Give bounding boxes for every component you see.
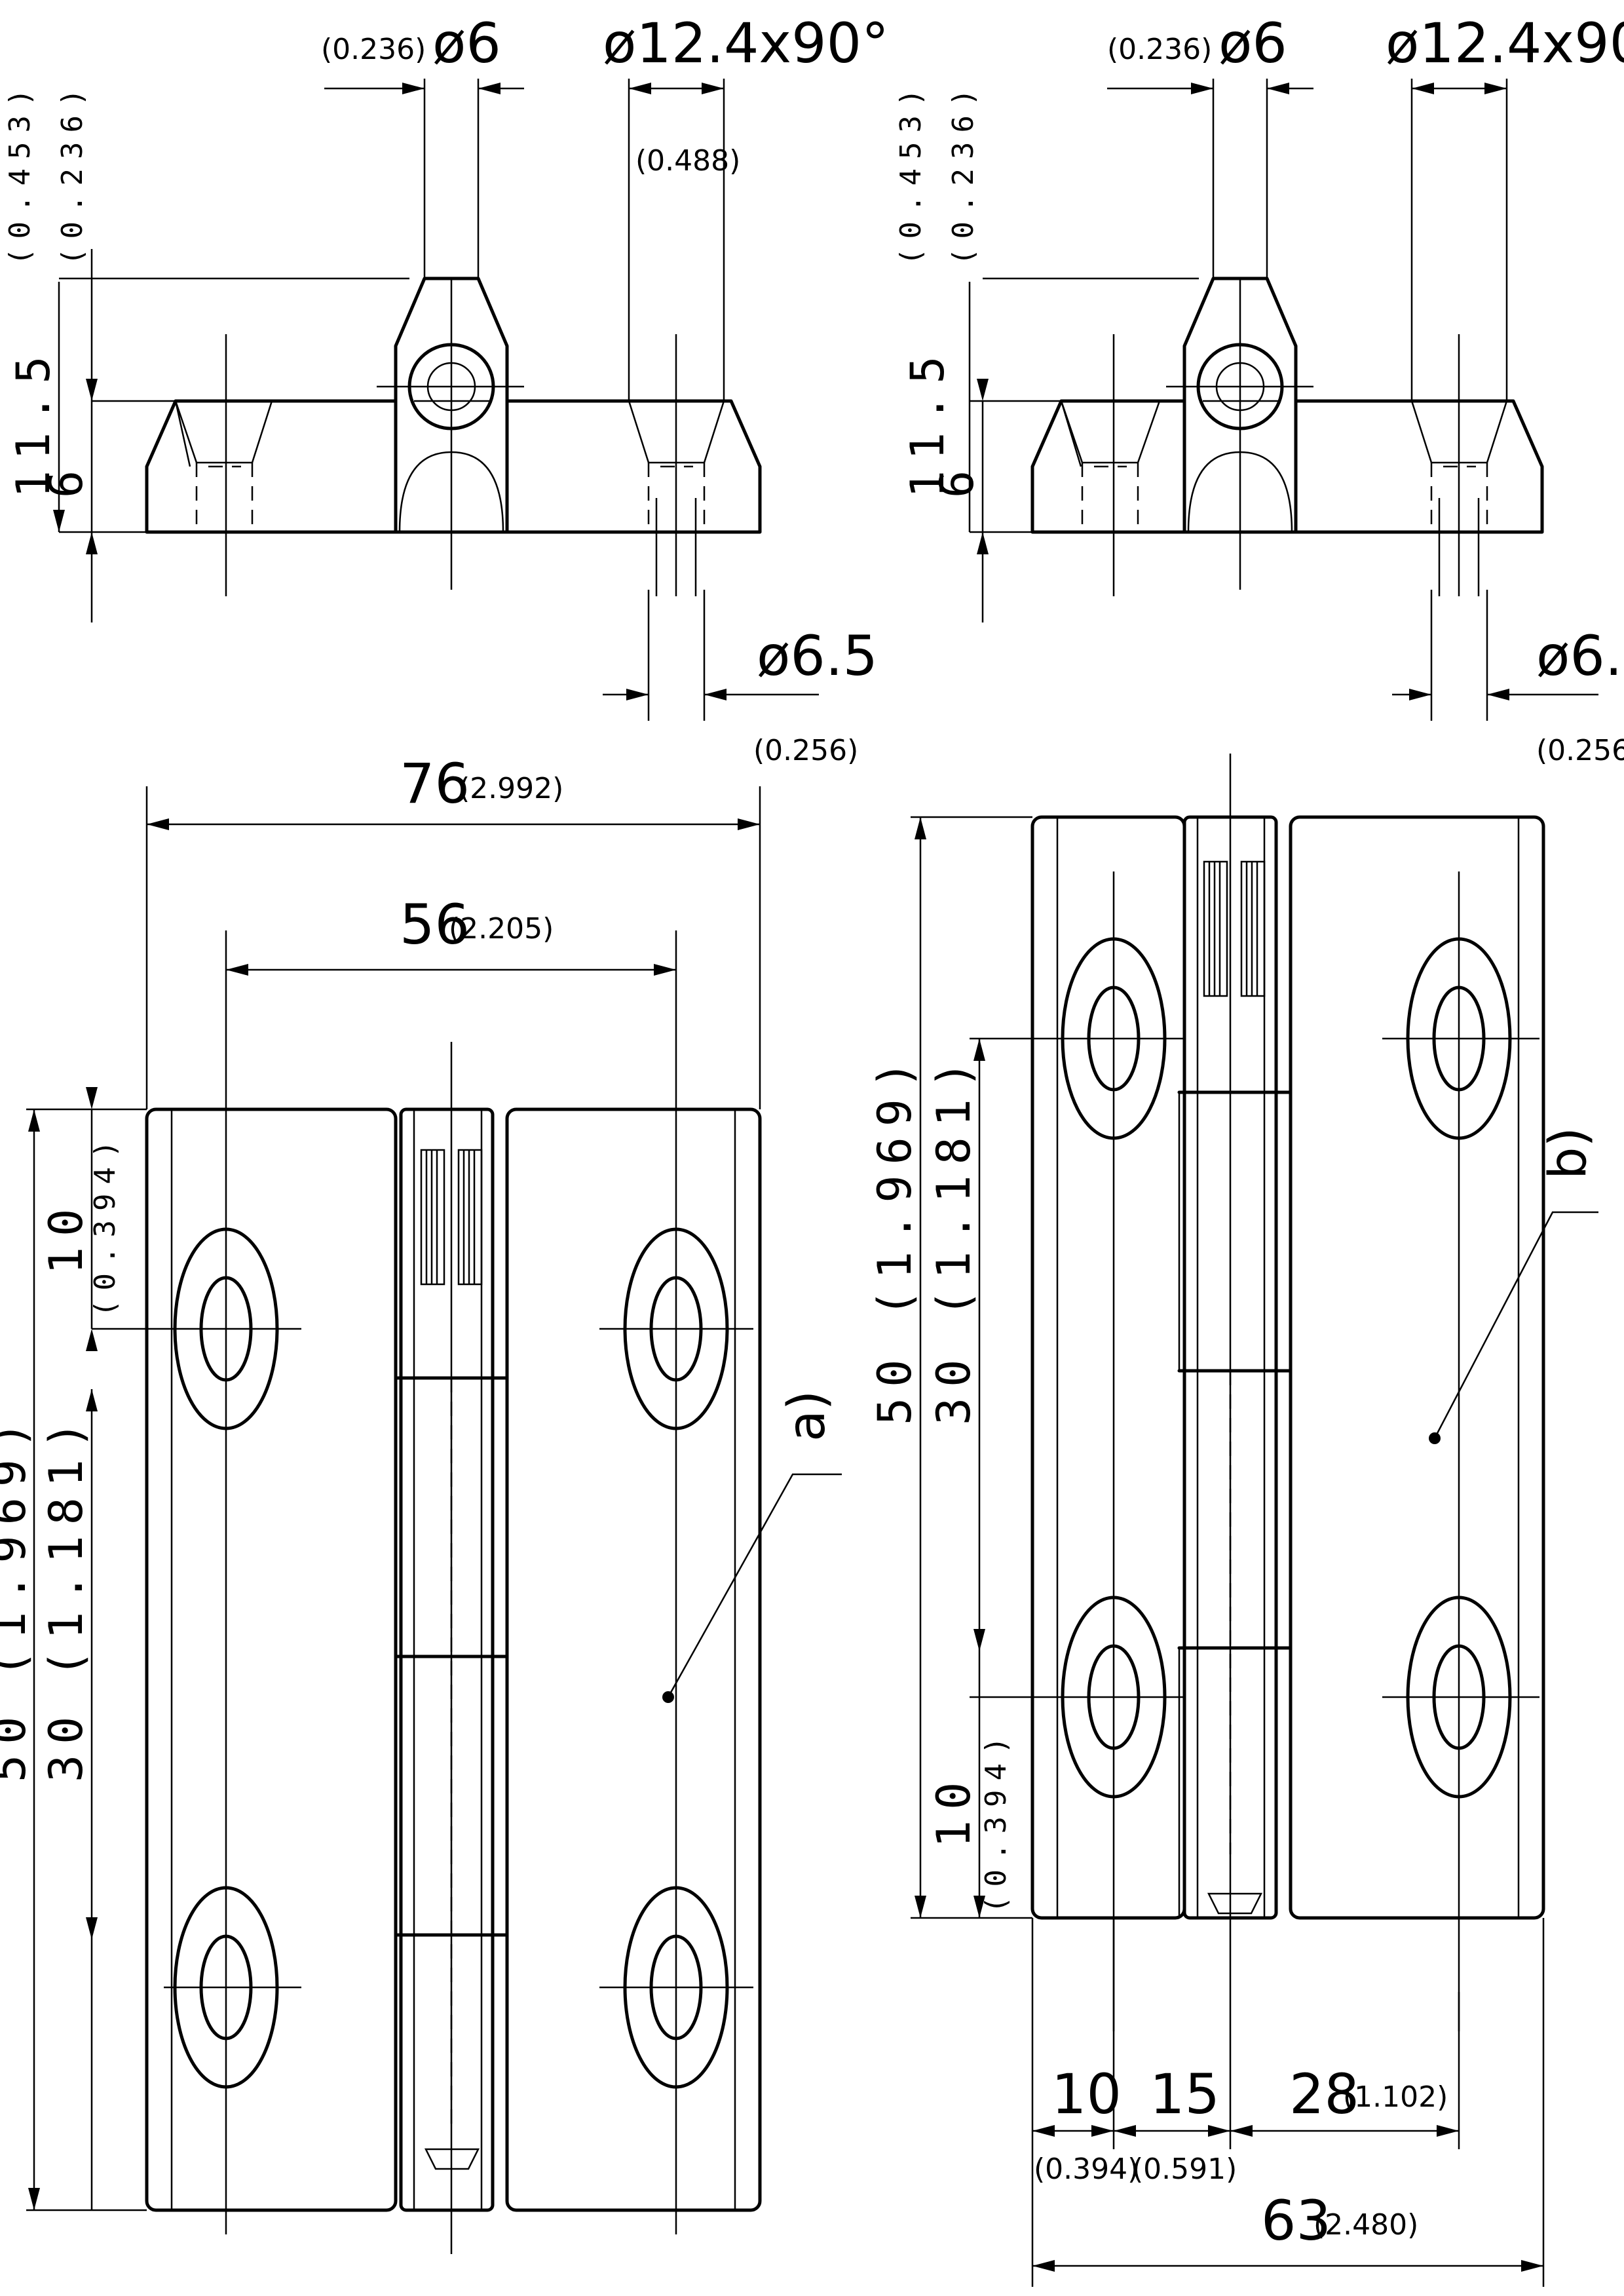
- side-view-a: 11.5 (0.453) 6 (0.236) (0.236) ø6 ø12.4x…: [3, 11, 889, 767]
- dim-15-inch-label: (0.591): [1132, 2152, 1237, 2186]
- leaf-inch-label: (0.236): [56, 80, 89, 265]
- dim-28-inch-label: (1.102): [1343, 2080, 1448, 2114]
- dim-10-label: 10: [1051, 2062, 1122, 2126]
- hole-dia-label: ø6.5: [757, 624, 878, 688]
- width-76-label: 76: [400, 752, 470, 816]
- csk-label-b: ø12.4x90°: [1386, 11, 1624, 75]
- height-inch-label-b: (0.453): [894, 80, 928, 265]
- knurl-pattern: [420, 1149, 483, 1286]
- knurl-pattern-b: [1203, 860, 1266, 997]
- dim-63-inch-label: (2.480): [1313, 2208, 1418, 2242]
- edge-inch-label-b: (0.394): [979, 1728, 1013, 1913]
- hole-inch-label: (0.256): [753, 734, 858, 767]
- vpitch-inch-label: (1.181): [39, 1411, 93, 1677]
- front-view-b: 50 (1.969) 30 (1.181) 10 (0.394) 10 (0.3…: [868, 754, 1598, 2287]
- pin-dia-label: ø6: [432, 11, 501, 75]
- pitch-56-label: 56: [400, 892, 470, 957]
- dim-28-label: 28: [1289, 2062, 1359, 2126]
- height-50-label: 50: [0, 1706, 36, 1782]
- pin-inch-label: (0.236): [321, 33, 426, 66]
- pin-dia-label-b: ø6: [1218, 11, 1287, 75]
- csk-inch-label: (0.488): [635, 144, 740, 178]
- label-a: a): [778, 1390, 837, 1442]
- leaf-6-label: 6: [39, 460, 93, 498]
- hole-inch-label-b: (0.256): [1536, 734, 1624, 767]
- vpitch-30-label-b: 30: [927, 1349, 981, 1425]
- edge-inch-label: (0.394): [88, 1132, 122, 1317]
- csk-label: ø12.4x90°: [603, 11, 889, 75]
- leaf-6-label-b: 6: [930, 460, 984, 498]
- height-11-5-label: 11.5: [7, 345, 60, 498]
- vpitch-30-label: 30: [39, 1706, 93, 1782]
- dim-63-label: 63: [1261, 2189, 1331, 2253]
- dim-10-inch-label: (0.394): [1034, 2152, 1139, 2186]
- hole-dia-label-b: ø6.5: [1536, 624, 1624, 688]
- dim-15-label: 15: [1150, 2062, 1220, 2126]
- pin-inch-label-b: (0.236): [1107, 33, 1212, 66]
- edge-10-label-b: 10: [927, 1772, 981, 1848]
- leaf-inch-label-b: (0.236): [947, 80, 980, 265]
- height-11-5-label-b: 11.5: [901, 345, 954, 498]
- width-inch-label: (2.992): [459, 772, 563, 805]
- countersunk-holes-b: [1061, 937, 1512, 1799]
- edge-10-label: 10: [39, 1198, 93, 1274]
- side-view-b: 11.5 (0.453) 6 (0.236) (0.236) ø6 ø12.4x…: [894, 11, 1624, 767]
- pitch-inch-label: (2.205): [449, 912, 554, 946]
- height-50-label-b: 50: [868, 1349, 922, 1425]
- label-b: b): [1539, 1127, 1598, 1179]
- height-inch-label: (0.453): [3, 80, 37, 265]
- vpitch-inch-label-b: (1.181): [927, 1050, 981, 1317]
- front-view-a: 76 (2.992) 56 (2.205) 50 (1.969) 30 (1.1…: [0, 752, 842, 2254]
- height-inch-label-b2: (1.969): [868, 1050, 922, 1317]
- height-inch-front-label: (1.969): [0, 1411, 36, 1677]
